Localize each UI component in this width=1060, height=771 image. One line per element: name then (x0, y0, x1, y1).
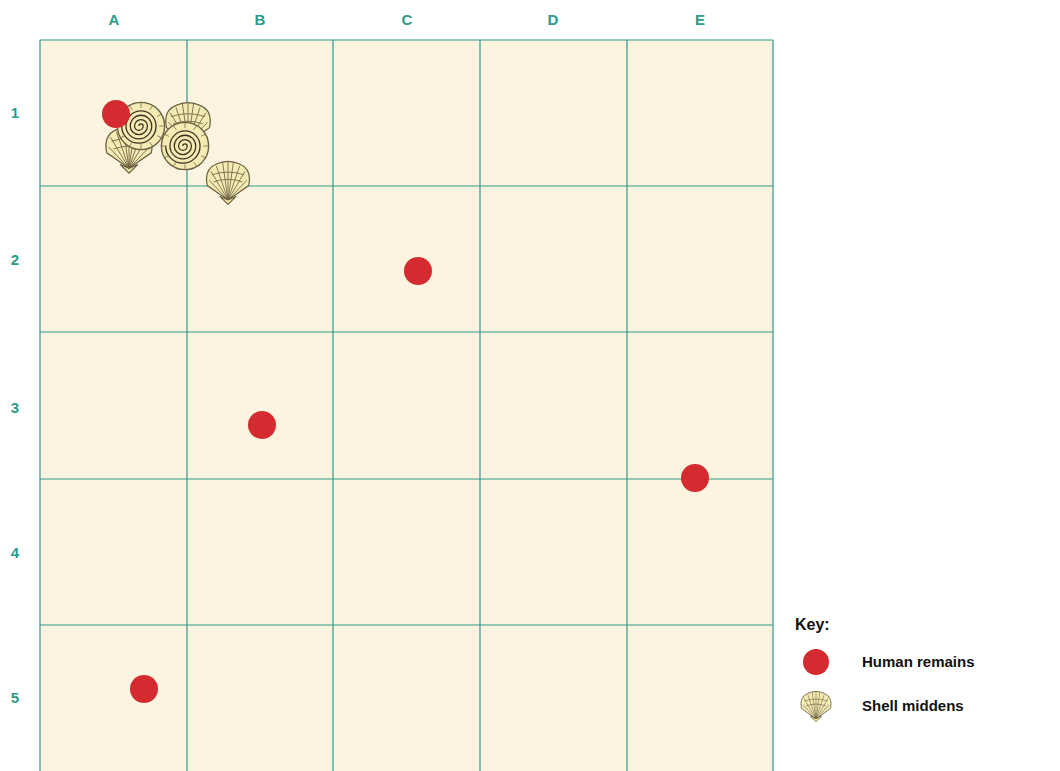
row-label: 3 (11, 400, 19, 417)
row-label: 1 (11, 105, 19, 122)
grid-lines (40, 40, 773, 771)
column-label: E (695, 12, 705, 29)
grid-ground (40, 40, 773, 771)
column-label: A (109, 12, 120, 29)
legend-label: Shell middens (862, 698, 964, 715)
column-label: B (255, 12, 266, 29)
row-label: 5 (11, 690, 19, 707)
column-label: C (402, 12, 413, 29)
row-label: 4 (11, 545, 19, 562)
legend-shell (801, 691, 831, 721)
human-remains-dots (102, 100, 709, 703)
column-label: D (548, 12, 559, 29)
legend-dot (803, 649, 829, 675)
legend-label: Human remains (862, 654, 975, 671)
row-label: 2 (11, 252, 19, 269)
shell-symbol (796, 688, 836, 724)
key-heading: Key: (795, 616, 830, 634)
color-swatch (796, 644, 836, 680)
